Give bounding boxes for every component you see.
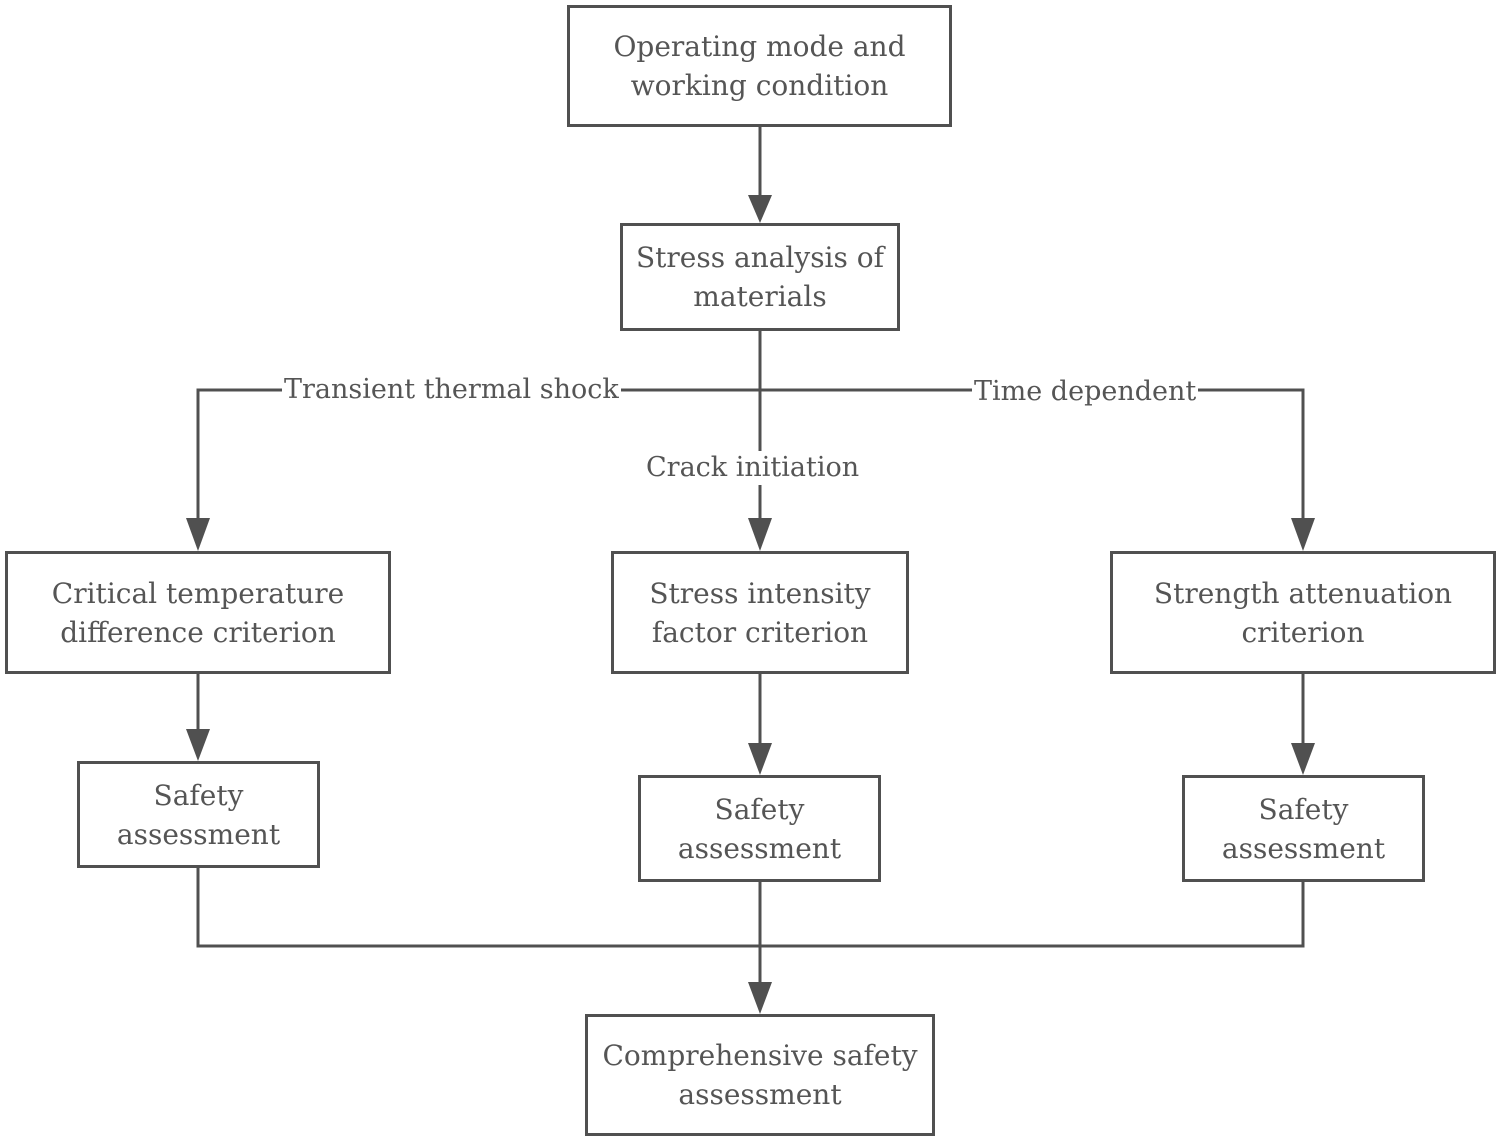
node-critical-temperature: Critical temperature difference criterio… [5,551,391,674]
node-comprehensive-label: Comprehensive safety assessment [602,1039,918,1111]
edge-label-transient: Transient thermal shock [282,373,621,407]
node-stress-intensity: Stress intensity factor criterion [611,551,909,674]
node-safety-middle: Safety assessment [638,775,881,882]
node-stress-analysis: Stress analysis of materials [620,223,900,331]
arrow-to-critical-temperature [186,518,210,551]
arrow-to-stress-intensity [748,518,772,551]
arrow-to-comprehensive [748,982,772,1014]
connector-safety-left-merge [196,868,760,948]
node-comprehensive: Comprehensive safety assessment [585,1014,935,1136]
node-critical-temperature-label: Critical temperature difference criterio… [51,576,345,649]
node-operating-mode-label: Operating mode and working condition [613,30,906,102]
arrow-to-strength-attenuation [1291,518,1315,551]
node-safety-right-label: Safety assessment [1221,792,1386,865]
connector-safety-right-merge [760,882,1305,948]
arrow-intensity-to-safety [748,743,772,775]
edge-label-crack: Crack initiation [644,451,862,485]
node-strength-attenuation-label: Strength attenuation criterion [1153,576,1453,649]
node-safety-left: Safety assessment [77,761,320,868]
arrow-critical-to-safety [186,729,210,761]
node-stress-intensity-label: Stress intensity factor criterion [649,576,871,649]
node-safety-right: Safety assessment [1182,775,1425,882]
node-safety-middle-label: Safety assessment [677,792,842,865]
node-strength-attenuation: Strength attenuation criterion [1110,551,1496,674]
node-operating-mode: Operating mode and working condition [567,5,952,127]
node-safety-left-label: Safety assessment [116,778,281,851]
connector-to-strength-attenuation [760,388,1305,525]
node-stress-analysis-label: Stress analysis of materials [635,241,885,313]
arrow-attenuation-to-safety [1291,743,1315,775]
edge-label-time: Time dependent [972,375,1199,409]
arrow-operating-to-stress [748,195,772,223]
